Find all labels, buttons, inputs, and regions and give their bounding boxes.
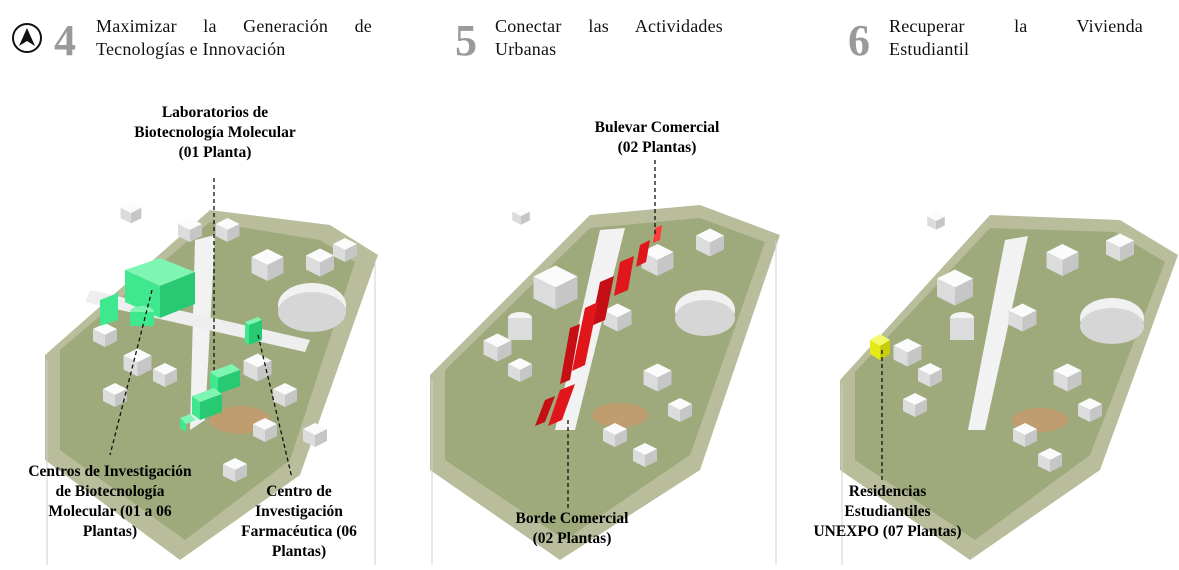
label-pharma-center: Centro de Investigación Farmacéutica (06… [234,482,364,562]
north-arrow-icon [12,23,42,53]
panel-5-title-line1: Conectar las Actividades [495,16,723,36]
biotech-labs-highlight [100,258,262,432]
label-biotech-centers-line2: de Biotecnología [55,483,165,500]
label-student-residences-line2: Estudiantiles [844,503,931,520]
label-commercial-edge-line2: (02 Plantas) [532,530,612,547]
panel-4-title: Maximizar la Generación de [96,15,372,38]
panel-6-map [840,212,1178,565]
label-biotech-labs-line3: (01 Planta) [178,144,252,161]
label-pharma-center-line2: Investigación [255,503,343,520]
panel-5-number: 5 [455,16,477,65]
panel-5-map [430,205,780,565]
label-biotech-centers-line4: Plantas) [82,523,138,540]
label-biotech-centers-line3: Molecular (01 a 06 [48,503,172,520]
label-commercial-edge: Borde Comercial (02 Plantas) [492,509,652,549]
label-pharma-center-line1: Centro de [266,483,332,500]
label-biotech-centers-line1: Centros de Investigación [28,463,192,480]
panel-5-title: Conectar las Actividades [495,15,723,38]
label-pharma-center-line3: Farmacéutica (06 [241,523,357,540]
label-commercial-edge-line1: Borde Comercial [515,510,629,527]
panel-6-number: 6 [848,16,870,65]
label-biotech-labs: Laboratorios de Biotecnología Molecular … [110,103,320,163]
panel-6-title-line1: Recuperar la Vivienda [889,16,1143,36]
label-commercial-boulevard-line1: Bulevar Comercial [594,119,720,136]
leader-line-pharma-center [257,334,293,479]
label-student-residences: Residencias Estudiantiles UNEXPO (07 Pla… [800,482,975,542]
commercial-boulevard-highlight [535,225,662,426]
label-biotech-centers: Centros de Investigación de Biotecnologí… [14,462,206,542]
panel-4-title-line2: Tecnologías e Innovación [96,39,286,59]
label-pharma-center-line4: Plantas) [271,543,327,560]
label-commercial-boulevard: Bulevar Comercial (02 Plantas) [572,118,742,158]
label-student-residences-line3: UNEXPO (07 Plantas) [813,523,962,540]
panel-4-map [45,202,378,565]
leader-line-biotech-centers [109,289,153,456]
panel-6-title: Recuperar la Vivienda [889,15,1143,38]
label-biotech-labs-line2: Biotecnología Molecular [134,124,296,141]
student-residences-highlight [870,334,890,360]
panel-4-number: 4 [54,16,76,65]
label-student-residences-line1: Residencias [848,483,927,500]
panel-6-title-line2: Estudiantil [889,39,970,59]
panel-4-title-line1: Maximizar la Generación de [96,16,372,36]
label-commercial-boulevard-line2: (02 Plantas) [617,139,697,156]
label-biotech-labs-line1: Laboratorios de [161,104,269,121]
panel-5-title-line2: Urbanas [495,39,557,59]
